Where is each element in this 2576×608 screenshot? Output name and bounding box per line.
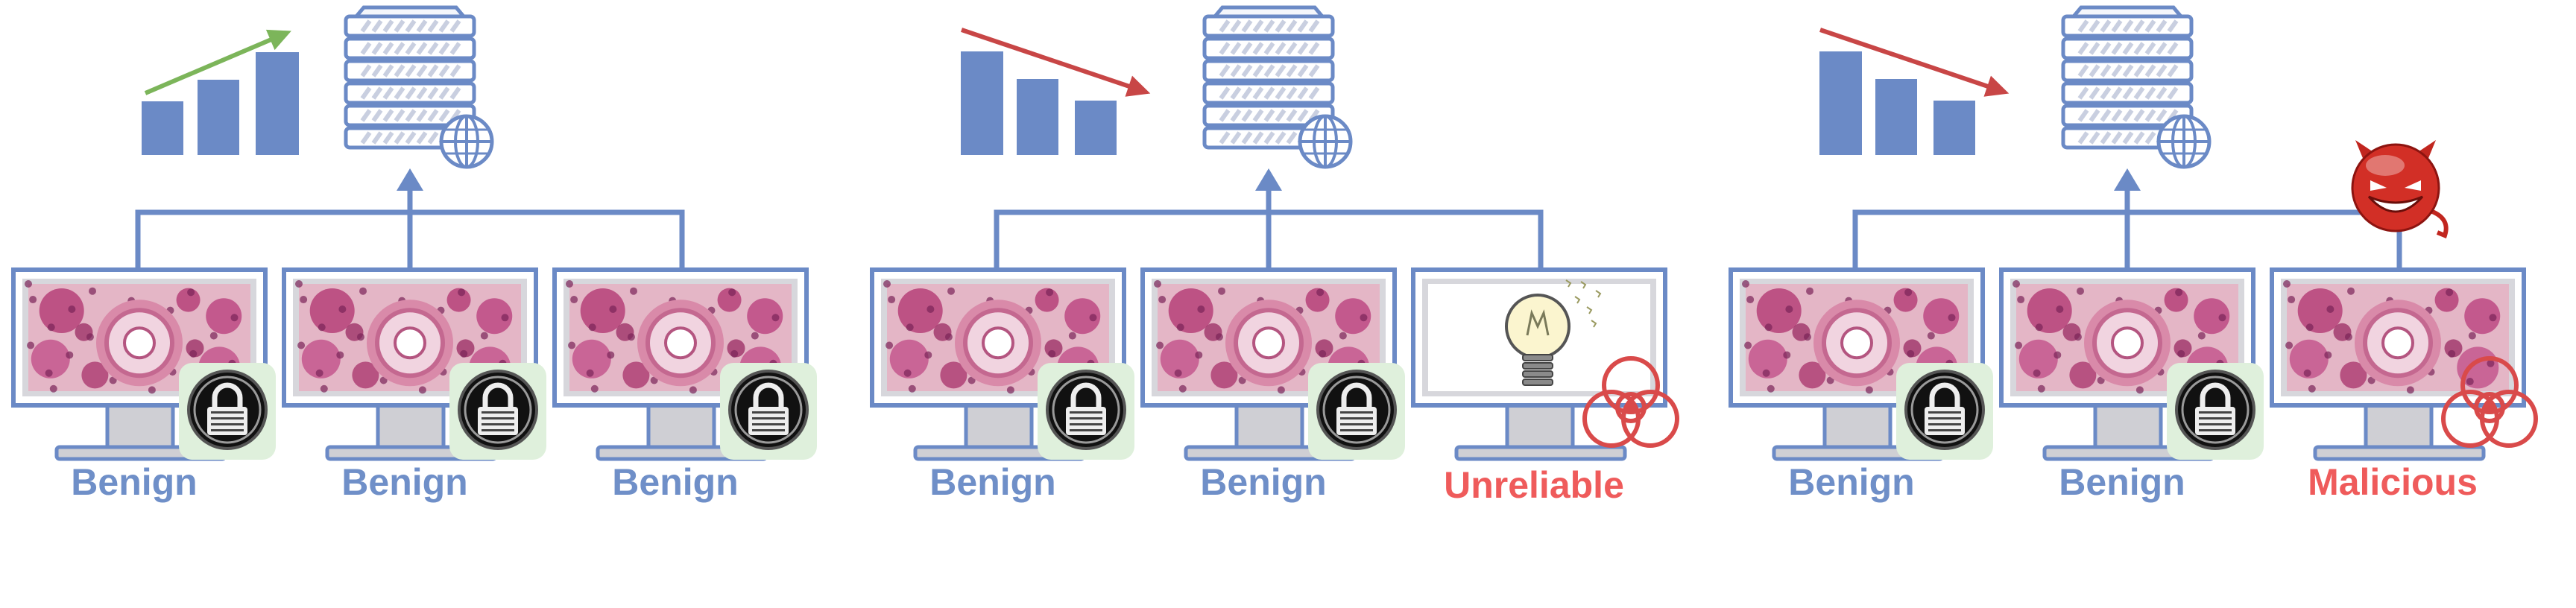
client-label: Benign: [612, 461, 739, 503]
bar: [142, 101, 183, 155]
client-computer: [1411, 267, 1679, 461]
client-label-warning: Malicious: [2308, 461, 2478, 503]
monitor-stand: [105, 403, 175, 452]
client-computer: [1729, 267, 1993, 461]
bar: [1875, 79, 1917, 155]
bar: [1017, 79, 1058, 155]
panel-all-benign: Benign Benign Benign: [0, 0, 859, 608]
client-label: Benign: [341, 461, 468, 503]
panel-malicious-client: Benign Benign Malicious: [1717, 0, 2576, 608]
monitor-base: [2313, 445, 2486, 461]
upload-arrow: [1255, 168, 1282, 191]
bar: [256, 52, 299, 155]
server-icon: [2061, 5, 2194, 150]
client-label: Benign: [1788, 461, 1915, 503]
client-label: Benign: [71, 461, 198, 503]
monitor-stand: [2364, 403, 2434, 452]
panel-graphic: [11, 5, 817, 461]
globe-icon: [439, 114, 494, 169]
performance-bars-icon: [961, 51, 1117, 155]
client-label: Benign: [929, 461, 1056, 503]
upload-arrow: [2114, 168, 2141, 191]
monitor-stand: [1234, 403, 1304, 452]
monitor-base: [1454, 445, 1627, 461]
client-computer: [552, 267, 817, 461]
panel-graphic: [1729, 5, 2538, 461]
client-computer: [1999, 267, 2264, 461]
biohazard-icon: [2441, 356, 2538, 448]
client-label: Benign: [2059, 461, 2185, 503]
performance-bars-icon: [142, 52, 299, 155]
server-icon: [344, 5, 476, 150]
lightbulb-icon: [1505, 279, 1602, 386]
client-computer: [1140, 267, 1405, 461]
monitor-stand: [964, 403, 1034, 452]
aggregation-links: [135, 168, 685, 270]
client-label: Benign: [1200, 461, 1327, 503]
monitor-stand: [646, 403, 716, 452]
bar: [1075, 101, 1117, 155]
monitor-stand: [376, 403, 446, 452]
panel-unreliable-client: Benign Benign Unreliable: [859, 0, 1717, 608]
trend-down-arrow: [961, 28, 1151, 97]
client-computer: [2270, 267, 2538, 461]
aggregation-links: [994, 168, 1544, 270]
client-computer: [870, 267, 1134, 461]
bar: [1819, 51, 1862, 155]
monitor-stand: [1505, 403, 1575, 452]
bar: [198, 80, 239, 155]
monitor-stand: [1822, 403, 1892, 452]
bar: [961, 51, 1003, 155]
performance-bars-icon: [1819, 51, 1975, 155]
aggregation-links: [1852, 168, 2402, 270]
trend-down-arrow: [1819, 28, 2010, 97]
client-computer: [11, 267, 276, 461]
upload-arrow: [397, 168, 423, 191]
client-computer: [282, 267, 546, 461]
globe-icon: [2156, 114, 2212, 169]
globe-icon: [1298, 114, 1353, 169]
trend-up-arrow: [144, 29, 291, 95]
bar: [1933, 101, 1975, 155]
monitor-stand: [2093, 403, 2163, 452]
panel-graphic: [870, 5, 1679, 461]
biohazard-icon: [1582, 356, 1679, 448]
devil-icon: [2351, 140, 2449, 238]
client-label-warning: Unreliable: [1444, 464, 1624, 506]
